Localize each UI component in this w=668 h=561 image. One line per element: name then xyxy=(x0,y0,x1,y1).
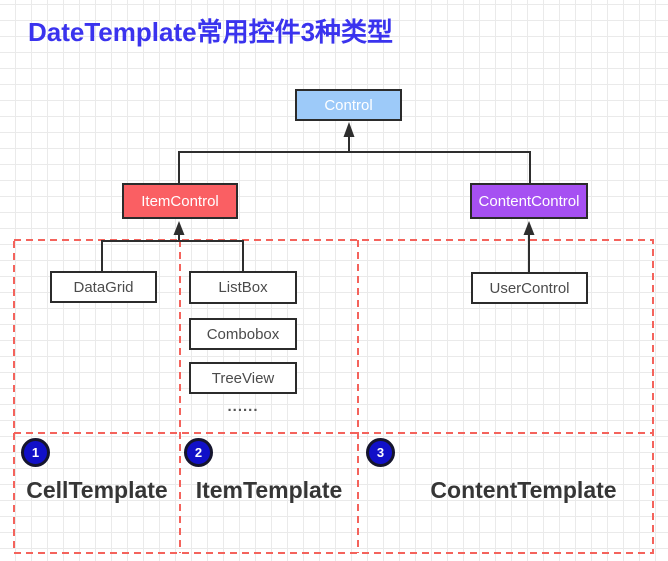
section-3-number-badge: 3 xyxy=(366,438,395,467)
dashed-outer-border xyxy=(13,239,654,554)
dashed-region-grid xyxy=(13,239,654,554)
arrow-to-control xyxy=(343,122,355,137)
node-listbox-label: ListBox xyxy=(218,279,268,296)
node-listbox: ListBox xyxy=(189,271,297,304)
node-treeview: TreeView xyxy=(189,362,297,394)
badge-3-number: 3 xyxy=(376,445,385,460)
node-itemcontrol-label: ItemControl xyxy=(141,192,219,210)
node-combobox: Combobox xyxy=(189,318,297,350)
node-contentcontrol: ContentControl xyxy=(470,183,588,219)
node-usercontrol-label: UserControl xyxy=(489,279,570,297)
arrowheads xyxy=(173,122,535,235)
tree-connectors xyxy=(101,136,531,273)
more-controls-ellipsis: ...... xyxy=(227,398,259,415)
section-label-contenttemplate: ContentTemplate xyxy=(430,477,617,503)
section-2-number-badge: 2 xyxy=(184,438,213,467)
node-datagrid-label: DataGrid xyxy=(73,278,134,296)
arrow-to-contentcontrol xyxy=(523,221,535,235)
node-control-label: Control xyxy=(324,96,373,114)
section-label-celltemplate: CellTemplate xyxy=(26,477,168,503)
node-contentcontrol-label: ContentControl xyxy=(478,192,580,210)
arrow-to-itemcontrol xyxy=(173,221,185,235)
section-label-itemtemplate: ItemTemplate xyxy=(195,477,343,503)
section-1-number-badge: 1 xyxy=(21,438,50,467)
node-usercontrol: UserControl xyxy=(471,272,588,304)
node-combobox-label: Combobox xyxy=(206,325,280,343)
badge-2-number: 2 xyxy=(194,445,203,460)
node-treeview-label: TreeView xyxy=(211,369,275,387)
page-title: DateTemplate常用控件3种类型 xyxy=(28,17,394,47)
node-control: Control xyxy=(295,89,402,121)
node-itemcontrol: ItemControl xyxy=(122,183,238,219)
node-datagrid: DataGrid xyxy=(50,271,157,303)
badge-1-number: 1 xyxy=(31,445,40,460)
